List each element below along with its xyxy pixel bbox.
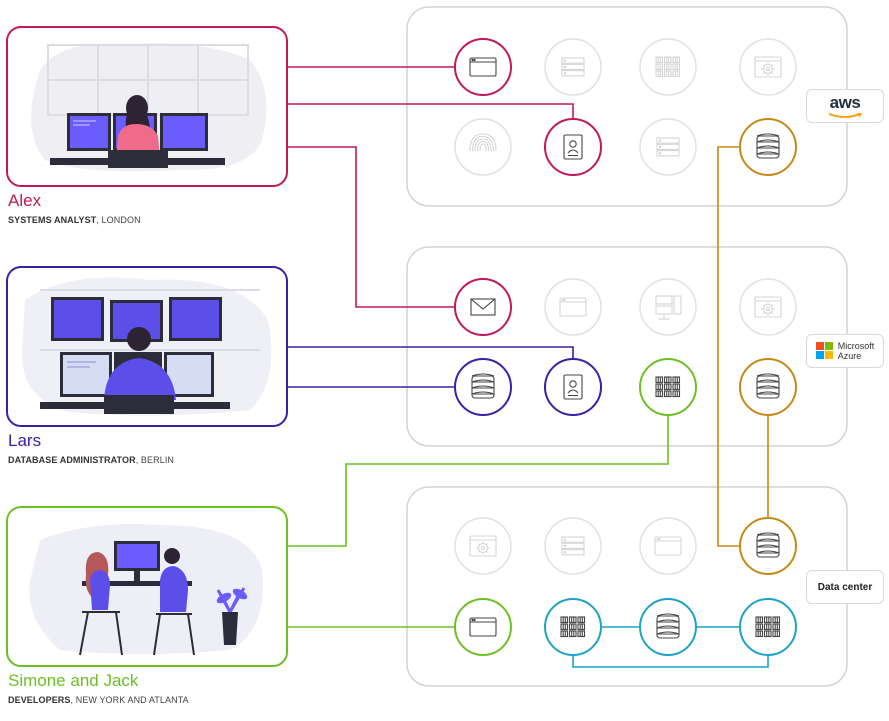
node-database-icon <box>639 598 697 656</box>
node-browser-icon <box>454 598 512 656</box>
developers-role: DEVELOPERS, NEW YORK AND ATLANTA <box>8 695 189 705</box>
node-gear-window-icon <box>454 517 512 575</box>
node-gear-window-icon <box>739 278 797 336</box>
node-cluster-icon <box>739 598 797 656</box>
alex-name: Alex <box>8 191 42 210</box>
node-icons <box>454 38 797 656</box>
alex-to-azure-mail <box>287 146 455 308</box>
azure-label-line1: Microsoft <box>837 341 875 351</box>
node-profile-icon <box>544 118 602 176</box>
node-database-icon <box>454 358 512 416</box>
node-browser-icon <box>544 278 602 336</box>
node-mail-icon <box>454 278 512 336</box>
node-database-icon <box>739 118 797 176</box>
dc-cluster-loop <box>572 655 769 668</box>
node-server-icon <box>544 517 602 575</box>
azure-label-line2: Azure <box>837 351 862 361</box>
microsoft-logo-icon <box>815 342 833 359</box>
node-network-icon <box>639 278 697 336</box>
connection-lines <box>287 66 769 668</box>
aws-smile-icon <box>828 113 863 118</box>
node-cluster-icon <box>544 598 602 656</box>
aws-db-to-dc-db <box>717 146 740 547</box>
node-browser-icon <box>639 517 697 575</box>
alex-role-title: SYSTEMS ANALYST <box>8 215 97 225</box>
developers-name: Simone and Jack <box>8 671 139 690</box>
node-browser-icon <box>454 38 512 96</box>
alex-role: SYSTEMS ANALYST, LONDON <box>8 215 141 225</box>
developers-card <box>6 506 288 667</box>
alex-to-aws-profile <box>287 103 574 120</box>
node-database-icon <box>739 517 797 575</box>
azure-tag: Microsoft Azure <box>806 334 884 368</box>
alex-card <box>6 26 288 187</box>
developers-role-location: , NEW YORK AND ATLANTA <box>70 695 189 705</box>
node-server-icon <box>544 38 602 96</box>
node-database-icon <box>739 358 797 416</box>
lars-to-azure-profile <box>287 346 574 360</box>
node-server-icon <box>639 118 697 176</box>
lars-role: DATABASE ADMINISTRATOR, BERLIN <box>8 455 174 465</box>
lars-role-title: DATABASE ADMINISTRATOR <box>8 455 136 465</box>
lars-name: Lars <box>8 431 42 450</box>
node-fingerprint-icon <box>454 118 512 176</box>
lars-role-location: , BERLIN <box>135 455 175 465</box>
node-cluster-icon <box>639 38 697 96</box>
devs-to-azure-cluster <box>287 415 669 547</box>
datacenter-panel <box>406 486 848 687</box>
node-profile-icon <box>544 358 602 416</box>
datacenter-label: Data center <box>817 581 873 593</box>
azure-label: Microsoft Azure <box>838 341 875 361</box>
node-gear-window-icon <box>739 38 797 96</box>
node-cluster-icon <box>639 358 697 416</box>
datacenter-tag: Data center <box>806 570 884 604</box>
aws-logo: aws <box>829 93 861 112</box>
lars-card <box>6 266 288 427</box>
aws-tag: aws <box>806 89 884 123</box>
aws-panel <box>406 6 848 207</box>
alex-role-location: , LONDON <box>96 215 141 225</box>
developers-role-title: DEVELOPERS <box>8 695 71 705</box>
